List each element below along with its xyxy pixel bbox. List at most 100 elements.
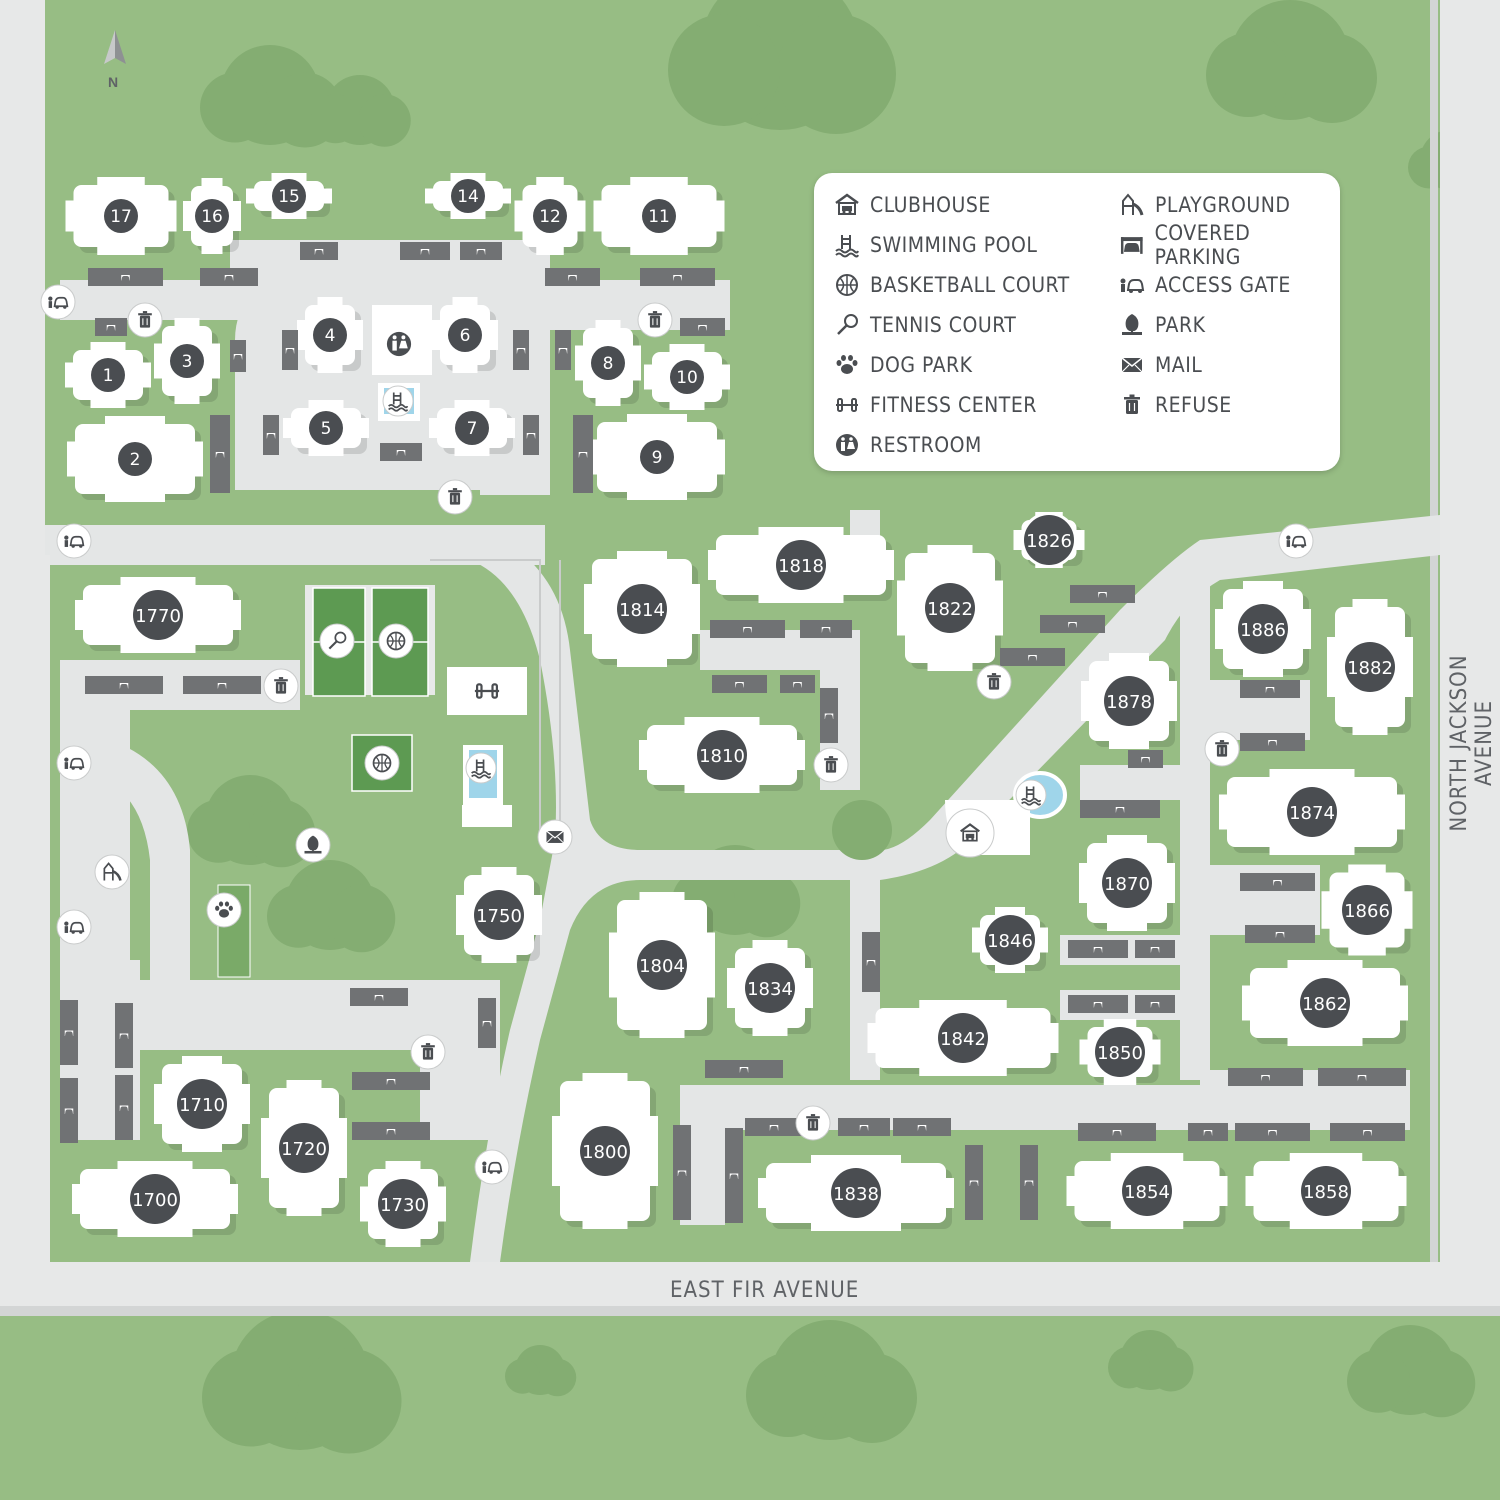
covered-parking-icon: [373, 993, 385, 1002]
covered-parking: [893, 1118, 951, 1136]
mail-marker[interactable]: [537, 819, 573, 855]
restroom-marker[interactable]: [386, 331, 412, 357]
building-wing: [584, 584, 594, 634]
legend-label: REFUSE: [1155, 393, 1232, 417]
building-label-1720[interactable]: 1720: [276, 1120, 332, 1176]
refuse-marker[interactable]: [437, 479, 473, 515]
covered-parking-icon: [1114, 805, 1126, 814]
building-label-1700[interactable]: 1700: [127, 1171, 183, 1227]
access-gate-marker[interactable]: [474, 1149, 510, 1185]
covered-parking-icon: [697, 323, 708, 332]
access-gate-marker[interactable]: [56, 523, 92, 559]
building-label-3[interactable]: 3: [167, 341, 207, 381]
playground-marker[interactable]: [94, 854, 130, 890]
access-gate-marker[interactable]: [1278, 523, 1314, 559]
tennis-court-marker[interactable]: [319, 623, 355, 659]
refuse-marker[interactable]: [795, 1105, 831, 1141]
building-label-1850[interactable]: 1850: [1092, 1024, 1148, 1080]
building-label-1858[interactable]: 1858: [1298, 1163, 1354, 1219]
refuse-marker[interactable]: [637, 302, 673, 338]
building-label-5[interactable]: 5: [306, 408, 346, 448]
covered-parking-icon: [1356, 1073, 1368, 1082]
marker-bg: [945, 808, 995, 858]
refuse-marker[interactable]: [127, 302, 163, 338]
building-label-15[interactable]: 15: [269, 176, 309, 216]
building-label-1874[interactable]: 1874: [1284, 784, 1340, 840]
building-label-1818[interactable]: 1818: [773, 537, 829, 593]
covered-parking: [1080, 800, 1160, 818]
building-label-10[interactable]: 10: [667, 357, 707, 397]
building-label-6[interactable]: 6: [445, 315, 485, 355]
dog-park-marker[interactable]: [206, 892, 242, 928]
building-label-17[interactable]: 17: [101, 196, 141, 236]
building-label-1834[interactable]: 1834: [742, 960, 798, 1016]
building-label-1846[interactable]: 1846: [982, 912, 1038, 968]
building-label-7[interactable]: 7: [452, 408, 492, 448]
covered-parking: [780, 675, 815, 693]
refuse-marker[interactable]: [263, 668, 299, 704]
refuse-marker[interactable]: [976, 664, 1012, 700]
legend-label: PLAYGROUND: [1155, 193, 1291, 217]
badge-bg: [637, 940, 687, 990]
swimming-pool-marker[interactable]: [465, 752, 497, 784]
building-label-4[interactable]: 4: [310, 315, 350, 355]
access-gate-marker[interactable]: [56, 745, 92, 781]
building-label-1866[interactable]: 1866: [1339, 882, 1395, 938]
swimming-pool-marker[interactable]: [382, 385, 414, 417]
swimming-pool-marker[interactable]: [1015, 779, 1047, 811]
building-label-1814[interactable]: 1814: [614, 581, 670, 637]
playground-icon: [103, 862, 122, 881]
access-gate-marker[interactable]: [40, 284, 76, 320]
building-label-1882[interactable]: 1882: [1342, 639, 1398, 695]
building-label-9[interactable]: 9: [637, 437, 677, 477]
building-label-16[interactable]: 16: [192, 196, 232, 236]
building-label-1770[interactable]: 1770: [130, 587, 186, 643]
building-wing: [720, 364, 730, 390]
building-label-14[interactable]: 14: [448, 176, 488, 216]
building-number: 1842: [940, 1029, 986, 1050]
building-label-1838[interactable]: 1838: [828, 1165, 884, 1221]
building-label-1870[interactable]: 1870: [1099, 855, 1155, 911]
building-label-2[interactable]: 2: [115, 439, 155, 479]
building-label-1800[interactable]: 1800: [577, 1123, 633, 1179]
building-label-1826[interactable]: 1826: [1021, 512, 1077, 568]
refuse-marker[interactable]: [1204, 731, 1240, 767]
building-number: 1720: [281, 1139, 327, 1160]
covered-parking-icon: [1092, 945, 1104, 954]
building-wing: [627, 414, 687, 424]
building-label-1862[interactable]: 1862: [1297, 975, 1353, 1031]
building-label-1750[interactable]: 1750: [471, 887, 527, 943]
building-wing: [283, 418, 293, 438]
building-number: 1804: [639, 956, 685, 977]
building-label-1842[interactable]: 1842: [935, 1010, 991, 1066]
building-label-12[interactable]: 12: [530, 196, 570, 236]
building-wing: [1398, 985, 1408, 1021]
basketball-court-marker[interactable]: [378, 623, 414, 659]
building-wing: [120, 577, 196, 587]
building-label-1854[interactable]: 1854: [1119, 1163, 1175, 1219]
building-label-1[interactable]: 1: [88, 355, 128, 395]
access-gate-marker[interactable]: [56, 909, 92, 945]
covered-parking-icon: [313, 247, 325, 256]
refuse-marker[interactable]: [813, 747, 849, 783]
covered-parking-icon: [1067, 620, 1078, 629]
building-label-1886[interactable]: 1886: [1235, 601, 1291, 657]
building-label-11[interactable]: 11: [639, 196, 679, 236]
building-label-8[interactable]: 8: [588, 343, 628, 383]
refuse-marker[interactable]: [410, 1034, 446, 1070]
basketball-court-marker[interactable]: [364, 745, 400, 781]
fitness-center-marker[interactable]: [474, 683, 500, 699]
building-label-1710[interactable]: 1710: [174, 1076, 230, 1132]
clubhouse-marker[interactable]: [945, 808, 995, 858]
building-label-1804[interactable]: 1804: [634, 937, 690, 993]
building-label-1822[interactable]: 1822: [922, 580, 978, 636]
legend-item-playground: PLAYGROUND: [1119, 190, 1290, 220]
building-number: 14: [457, 187, 479, 207]
park-marker[interactable]: [295, 827, 331, 863]
building-label-1878[interactable]: 1878: [1101, 673, 1157, 729]
building-label-1730[interactable]: 1730: [375, 1176, 431, 1232]
building-wing: [1048, 1023, 1059, 1053]
badge-bg: [451, 179, 485, 213]
legend-label: CLUBHOUSE: [870, 193, 991, 217]
building-label-1810[interactable]: 1810: [694, 727, 750, 783]
